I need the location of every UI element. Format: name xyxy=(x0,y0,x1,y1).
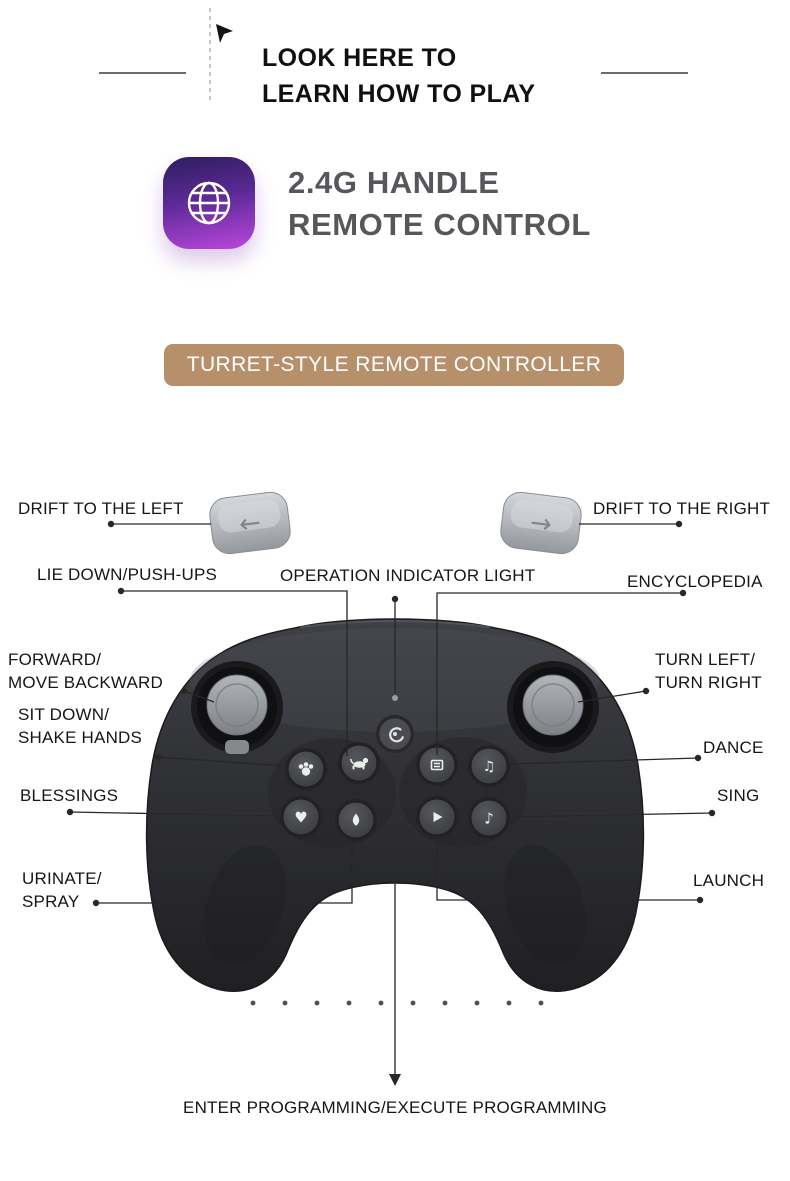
page-title-line2: LEARN HOW TO PLAY xyxy=(262,80,536,108)
launch-button xyxy=(416,796,458,838)
product-title-line1: 2.4G HANDLE xyxy=(288,165,500,200)
callout-urinate: URINATE/ SPRAY xyxy=(22,869,102,911)
right-cluster-well xyxy=(399,737,527,847)
header-decoration xyxy=(99,8,688,103)
drift-left-arrow-icon: ← xyxy=(237,508,262,540)
callout-launch: LAUNCH xyxy=(693,871,765,890)
page-title-line1: LOOK HERE TO xyxy=(262,44,457,72)
left-joystick xyxy=(191,661,283,754)
callout-programming: ENTER PROGRAMMING/EXECUTE PROGRAMMING xyxy=(183,1098,607,1117)
water-drop-icon xyxy=(352,813,360,826)
callout-sing: SING xyxy=(717,786,760,805)
blessings-button: ♥ xyxy=(280,796,322,838)
sing-note-icon: ♪ xyxy=(484,810,494,828)
globe-icon xyxy=(187,181,231,225)
product-title-line2: REMOTE CONTROL xyxy=(288,207,591,242)
sing-button: ♪ xyxy=(468,797,510,839)
shoulder-button-right: → xyxy=(500,491,582,555)
callout-lines xyxy=(69,523,713,1076)
callout-dots xyxy=(66,520,716,1086)
callout-turn: TURN LEFT/ TURN RIGHT xyxy=(655,650,762,692)
left-stick-tab xyxy=(225,740,249,754)
lie-down-button xyxy=(338,742,380,784)
callout-lie-down: LIE DOWN/PUSH-UPS xyxy=(37,565,218,584)
callout-drift-left: DRIFT TO THE LEFT xyxy=(18,499,184,518)
center-button xyxy=(376,715,414,753)
cursor-icon xyxy=(216,24,233,43)
paw-icon xyxy=(298,762,314,776)
dog-icon xyxy=(350,757,369,770)
dance-button: ♫ xyxy=(468,745,510,787)
callout-sit: SIT DOWN/ SHAKE HANDS xyxy=(18,705,143,747)
callout-drift-right: DRIFT TO THE RIGHT xyxy=(593,499,771,518)
callout-encyclopedia: ENCYCLOPEDIA xyxy=(627,572,763,591)
dotted-separator xyxy=(250,1000,544,1006)
heart-icon: ♥ xyxy=(294,809,307,827)
right-joystick xyxy=(507,661,599,753)
indicator-led xyxy=(392,695,398,701)
urinate-button xyxy=(335,799,377,841)
callout-blessings: BLESSINGS xyxy=(20,786,119,805)
programming-arrow xyxy=(389,1074,401,1086)
sit-down-button xyxy=(285,748,327,790)
product-title: 2.4G HANDLE REMOTE CONTROL xyxy=(288,162,591,246)
drift-right-arrow-icon: → xyxy=(528,508,553,540)
shoulder-button-left: ← xyxy=(209,491,291,555)
callout-forward: FORWARD/ MOVE BACKWARD xyxy=(8,650,163,692)
page-title: LOOK HERE TO LEARN HOW TO PLAY xyxy=(262,40,536,112)
encyclopedia-button xyxy=(416,744,458,786)
callout-dance: DANCE xyxy=(703,738,764,757)
whistle-icon xyxy=(389,727,404,743)
brand-badge xyxy=(163,157,255,249)
callout-operation-indicator: OPERATION INDICATOR LIGHT xyxy=(280,566,536,585)
launch-icon xyxy=(433,812,443,822)
book-icon xyxy=(430,759,444,771)
dance-note-icon: ♫ xyxy=(483,759,496,775)
subtitle-banner: TURRET-STYLE REMOTE CONTROLLER xyxy=(164,344,624,386)
